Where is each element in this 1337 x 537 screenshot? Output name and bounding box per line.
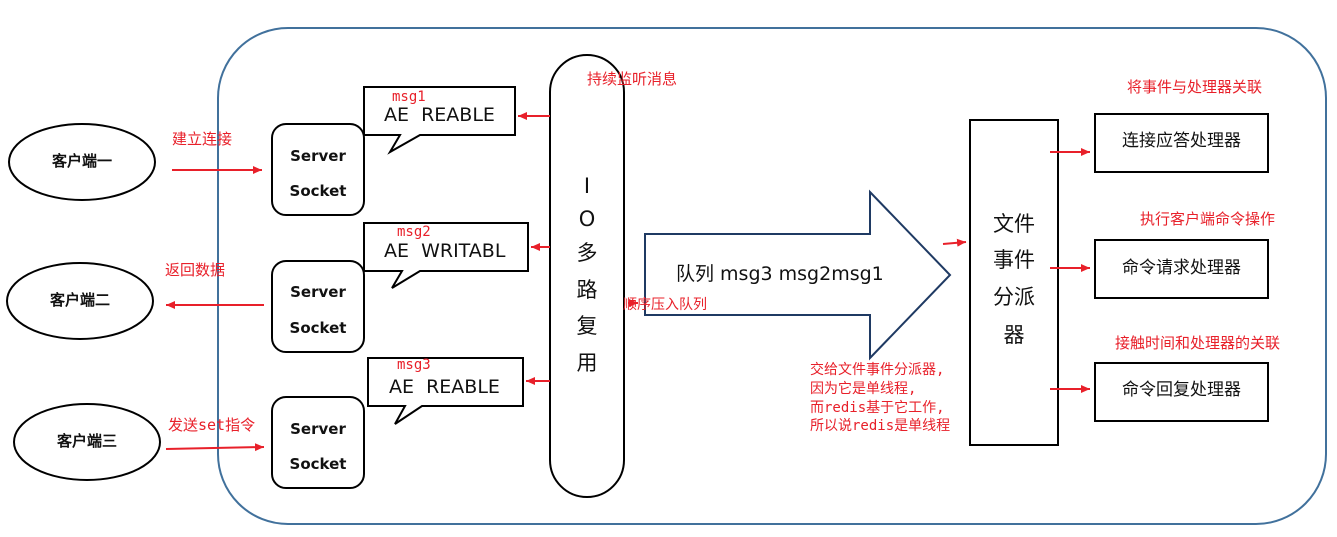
annotation-dispatch-1: 交给文件事件分派器, [810, 362, 945, 378]
client-1-shape [8, 123, 156, 201]
client-2-label: 客户端二 [49, 291, 110, 309]
io-char-2: O [578, 207, 596, 231]
arrow-queue-to-dispatcher [942, 238, 967, 247]
event-callout-1-shape [363, 86, 516, 155]
server-socket-2-line1: Server [290, 283, 346, 301]
io-char-1: I [583, 174, 591, 198]
event-1-msg: msg1 [392, 89, 426, 105]
annotation-return-data: 返回数据 [165, 261, 226, 279]
client-2-shape [6, 262, 154, 340]
server-socket-3-line2: Socket [289, 455, 347, 473]
io-char-4: 路 [576, 278, 598, 302]
event-1-label: AE REABLE [384, 104, 495, 126]
io-char-6: 用 [576, 351, 598, 375]
event-callout-2-shape [363, 222, 529, 289]
event-3-msg: msg3 [397, 357, 431, 373]
server-socket-2-shape [271, 260, 365, 353]
event-2-label: AE WRITABL [384, 240, 506, 262]
dispatcher-line-1: 文件 [993, 212, 1035, 236]
event-2-msg: msg2 [397, 224, 431, 240]
annotation-listen: 持续监听消息 [587, 70, 678, 88]
annotation-handler-3: 接触时间和处理器的关联 [1115, 334, 1281, 352]
io-char-5: 复 [576, 314, 598, 338]
annotation-send-cmd: 发送set指令 [168, 416, 256, 434]
event-callout-3-shape [367, 357, 524, 425]
io-multiplex-shape [549, 54, 625, 498]
queue-label: 队列 msg3 msg2msg1 [676, 263, 884, 285]
client-3-label: 客户端三 [56, 432, 117, 450]
dispatcher-shape [969, 119, 1059, 446]
handler-3-label: 命令回复处理器 [1122, 380, 1241, 400]
handler-1-label: 连接应答处理器 [1122, 131, 1241, 151]
annotation-dispatch-2: 因为它是单线程, [810, 381, 917, 397]
handler-2-label: 命令请求处理器 [1122, 258, 1241, 278]
handler-3-shape [1094, 362, 1269, 422]
annotation-handler-1: 将事件与处理器关联 [1127, 78, 1263, 96]
system-container [217, 27, 1327, 525]
annotation-handler-2: 执行客户端命令操作 [1140, 210, 1276, 228]
client-3-shape [13, 403, 161, 481]
dispatcher-line-2: 事件 [993, 248, 1035, 272]
dispatcher-line-4: 器 [1003, 323, 1025, 347]
annotation-dispatch-4: 所以说redis是单线程 [810, 418, 951, 434]
server-socket-1-line2: Socket [289, 182, 347, 200]
server-socket-3-shape [271, 396, 365, 489]
handler-1-shape [1094, 113, 1269, 173]
handler-2-shape [1094, 239, 1269, 299]
event-3-label: AE REABLE [389, 376, 500, 398]
annotation-dispatch-3: 而redis基于它工作, [810, 400, 945, 416]
io-char-3: 多 [576, 241, 598, 265]
client-1-label: 客户端一 [51, 152, 112, 170]
server-socket-1-shape [271, 123, 365, 216]
server-socket-2-line2: Socket [289, 319, 347, 337]
annotation-enqueue: 顺序压入队列 [623, 297, 707, 313]
queue-arrow-shape [644, 189, 952, 361]
dispatcher-line-3: 分派 [993, 285, 1035, 309]
server-socket-1-line1: Server [290, 147, 346, 165]
arrow-client3-to-socket3 [165, 443, 265, 452]
server-socket-3-line1: Server [290, 420, 346, 438]
annotation-connect: 建立连接 [172, 130, 233, 148]
